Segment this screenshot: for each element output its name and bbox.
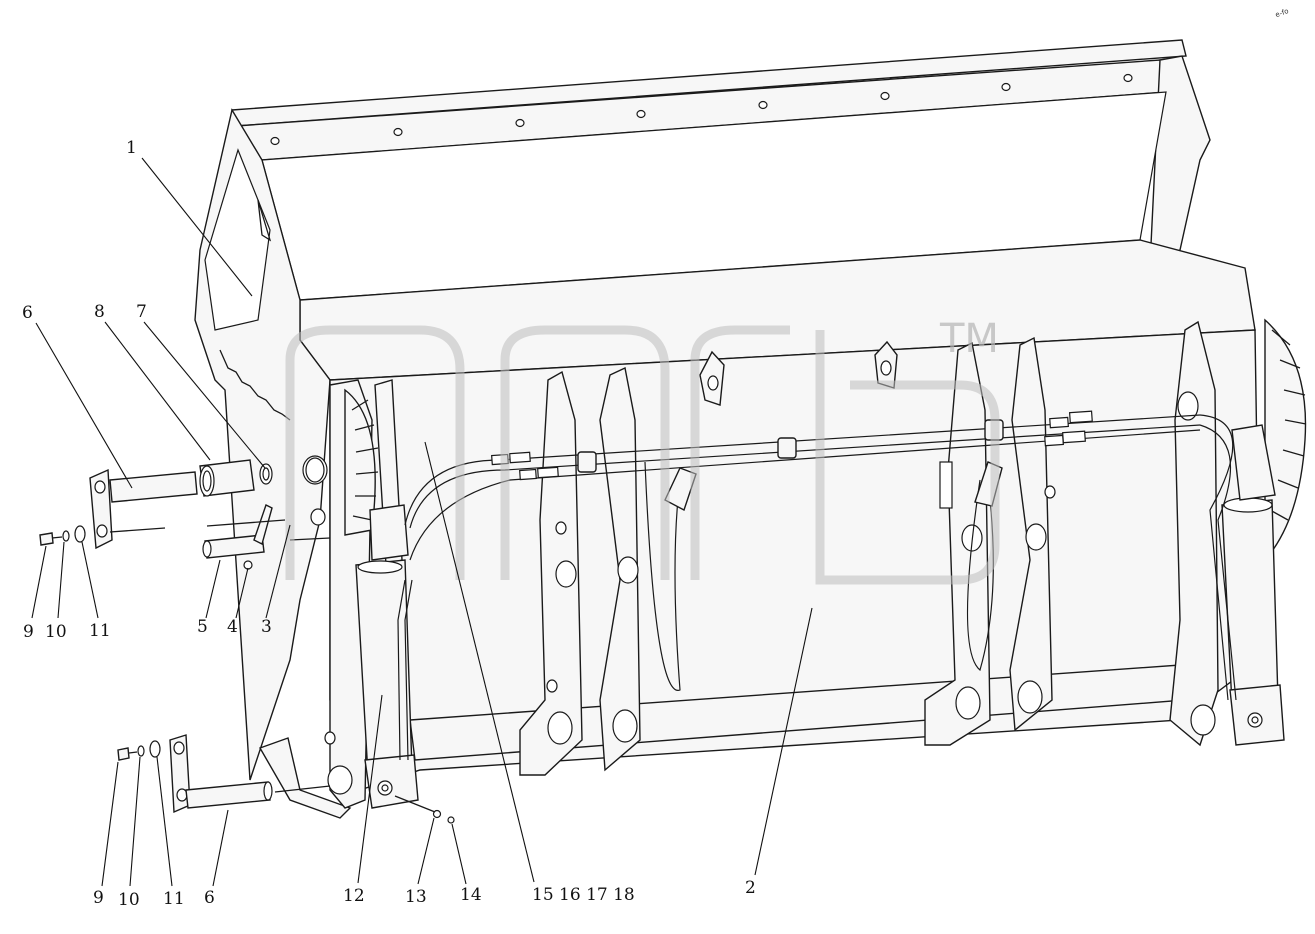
corner-mark: e-fo (1274, 7, 1290, 19)
exploded-pins-left (39, 457, 331, 570)
callout-9-bottom: 9 (93, 888, 104, 908)
exploded-pins-bottom (117, 734, 455, 824)
hydraulic-cylinder-right (1221, 424, 1285, 746)
center-bracket-right (699, 336, 1056, 746)
callout-14: 14 (460, 885, 482, 905)
center-bracket-left (519, 366, 641, 776)
callout-1: 1 (126, 138, 137, 158)
watermark: TM (285, 316, 1000, 585)
callout-5: 5 (197, 617, 208, 637)
callout-12: 12 (343, 886, 365, 906)
callout-9-top: 9 (23, 622, 34, 642)
leader-lines (31, 157, 813, 887)
callout-4: 4 (227, 617, 238, 637)
hydraulic-cylinder-left (355, 379, 419, 809)
callout-10-bottom: 10 (118, 890, 140, 910)
watermark-trademark: TM (939, 316, 999, 362)
callout-labels: 1 2 3 4 5 6 6 7 8 9 9 10 10 11 11 12 13 … (22, 138, 756, 910)
callout-11-bottom: 11 (163, 889, 185, 909)
callout-8: 8 (94, 302, 105, 322)
callout-3: 3 (261, 617, 272, 637)
callout-10-top: 10 (45, 622, 67, 642)
callout-11-top: 11 (89, 621, 111, 641)
callout-2: 2 (745, 878, 756, 898)
callout-13: 13 (405, 887, 427, 907)
left-pivot-bracket (302, 379, 379, 809)
callout-7: 7 (136, 302, 147, 322)
callout-6-bottom: 6 (204, 888, 215, 908)
callout-6-top: 6 (22, 303, 33, 323)
callout-15-18: 15 16 17 18 (532, 885, 635, 905)
